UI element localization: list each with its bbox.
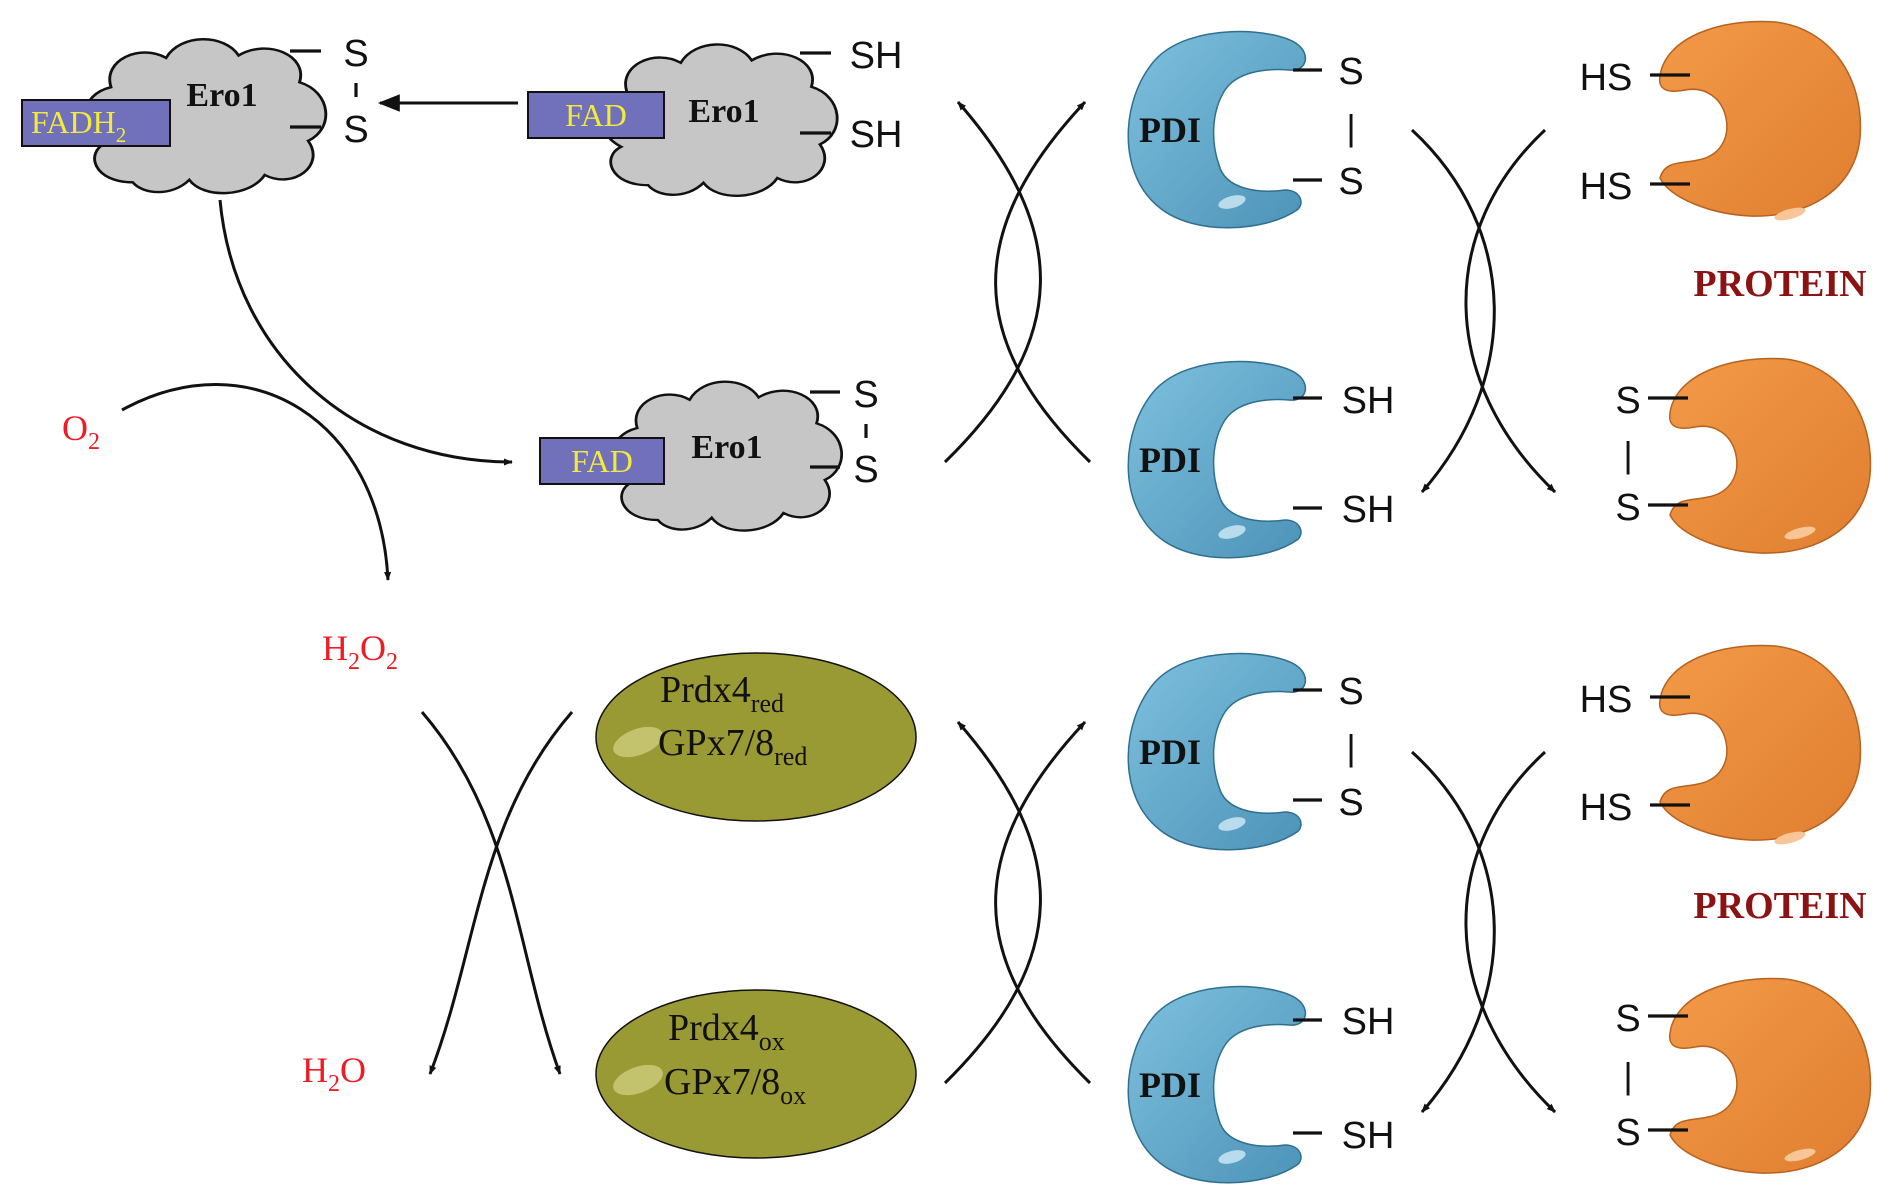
arrow-pdi-1-to-reduced xyxy=(1410,128,1496,493)
pdi-1-label: PDI xyxy=(1139,110,1201,150)
protein-2: S S | xyxy=(1615,357,1872,554)
pdi-1-disulfide-bridge: | xyxy=(1346,107,1355,148)
fad-box-oxidized xyxy=(539,437,665,485)
protein-4-disulfide-bridge: | xyxy=(1623,1055,1632,1096)
hydrogen-peroxide-label: H2O2 xyxy=(322,628,398,675)
pdi-2-thiol-top: SH xyxy=(1342,380,1395,422)
pdi-2: PDI SH SH xyxy=(1127,360,1395,559)
protein-1-thiol-top: HS xyxy=(1580,57,1633,99)
pdi-2-highlight xyxy=(1218,525,1246,539)
protein-2-thiol-top: S xyxy=(1615,380,1640,422)
pdi-1-thiol-bottom: S xyxy=(1338,161,1363,203)
protein-3-thiol-top: HS xyxy=(1580,679,1633,721)
ero1-active-thiol-bottom: SH xyxy=(850,114,903,156)
ero1-reduced-thiol-bottom: S xyxy=(343,109,368,151)
ero1-active-label: Ero1 xyxy=(688,93,759,130)
arrow-pdi-reduced-to-oxidized xyxy=(994,100,1092,464)
protein-4: S S | xyxy=(1615,977,1872,1174)
pdi-1: PDI S S | xyxy=(1127,30,1364,229)
ero1-oxidized-label: Ero1 xyxy=(691,429,762,466)
arrow-ero1-to-active xyxy=(943,101,1042,464)
prdx-reduced-highlight xyxy=(613,726,663,758)
protein-2-shape xyxy=(1668,357,1872,554)
pdi-3-thiol-top: S xyxy=(1338,671,1363,713)
protein-4-thiol-bottom: S xyxy=(1615,1112,1640,1154)
ero1-oxidized: Ero1 FAD S S xyxy=(539,374,879,532)
protein-3: HS HS xyxy=(1580,644,1862,845)
ero1-oxidized-thiol-top: S xyxy=(853,374,878,416)
ero1-oxidized-thiol-bottom: S xyxy=(853,449,878,491)
pdi-3-label: PDI xyxy=(1139,732,1201,772)
pdi-3-thiol-bottom: S xyxy=(1338,782,1363,824)
protein-4-highlight xyxy=(1784,1148,1816,1162)
pdi-2-label: PDI xyxy=(1139,440,1201,480)
protein-1-highlight xyxy=(1774,207,1806,221)
fad-label-oxidized: FAD xyxy=(571,443,633,479)
prdx-oxidized: Prdx4ox GPx7/8ox xyxy=(595,989,917,1159)
gpx78-oxidized-label: GPx7/8ox xyxy=(664,1061,806,1110)
arrow-prdx-oxidation xyxy=(420,711,562,1075)
protein-3-thiol-bottom: HS xyxy=(1580,787,1633,829)
protein-1: HS HS xyxy=(1580,20,1862,221)
protein-label-1: PROTEIN xyxy=(1693,263,1866,305)
protein-3-highlight xyxy=(1774,831,1806,845)
pdi-2-thiol-bottom: SH xyxy=(1342,489,1395,531)
arrow-ero1-reoxidation xyxy=(218,199,513,466)
pdi-3-highlight xyxy=(1218,817,1246,831)
prdx4-reduced-label: Prdx4red xyxy=(660,669,784,718)
ero1-active-thiol-top: SH xyxy=(850,35,903,77)
arrow-oxygen-to-peroxide xyxy=(121,383,392,581)
pdi-4-thiol-top: SH xyxy=(1342,1001,1395,1043)
prdx-reduced: Prdx4red GPx7/8red xyxy=(595,652,917,822)
water-label: H2O xyxy=(302,1050,366,1097)
protein-label-2: PROTEIN xyxy=(1693,885,1866,927)
protein-1-thiol-bottom: HS xyxy=(1580,166,1633,208)
fad-box-active xyxy=(527,91,665,139)
arrows xyxy=(121,94,1557,1114)
oxygen-label: O2 xyxy=(62,408,100,455)
protein-4-thiol-top: S xyxy=(1615,998,1640,1040)
protein-2-disulfide-bridge: | xyxy=(1623,434,1632,475)
arrow-pdi-3-to-reduced xyxy=(1410,750,1496,1113)
prdx4-oxidized-label: Prdx4ox xyxy=(668,1007,785,1056)
protein-4-shape xyxy=(1668,977,1872,1174)
prdx-oxidized-ellipse xyxy=(595,989,917,1159)
protein-3-shape xyxy=(1658,644,1862,841)
fadh2-label: FADH2 xyxy=(31,104,126,147)
ero1-reduced-label: Ero1 xyxy=(186,77,257,114)
pdi-3-disulfide-bridge: | xyxy=(1346,727,1355,768)
pdi-4-label: PDI xyxy=(1139,1065,1201,1105)
pdi-4-thiol-bottom: SH xyxy=(1342,1115,1395,1157)
ero1-reduced-thiol-top: S xyxy=(343,33,368,75)
arrow-peroxide-to-water xyxy=(428,711,574,1075)
fad-label-active: FAD xyxy=(565,97,627,133)
arrow-prdx-reduction xyxy=(943,721,1042,1085)
gpx78-reduced-label: GPx7/8red xyxy=(658,722,807,771)
arrow-protein-3-oxidation xyxy=(1464,750,1557,1114)
pdi-4-highlight xyxy=(1218,1150,1246,1164)
prdx-oxidized-highlight xyxy=(613,1064,663,1096)
fadh2-box xyxy=(21,99,171,147)
protein-2-highlight xyxy=(1784,526,1816,540)
pdi-1-thiol-top: S xyxy=(1338,51,1363,93)
pdi-1-highlight xyxy=(1218,195,1246,209)
pdi-3: PDI S S | xyxy=(1127,652,1364,851)
pdi-4: PDI SH SH xyxy=(1127,985,1395,1184)
arrow-pdi-4-to-oxidized xyxy=(994,720,1092,1085)
ero1-reduced: Ero1 FADH2 S S xyxy=(21,33,369,195)
protein-2-thiol-bottom: S xyxy=(1615,487,1640,529)
ero1-active: Ero1 FAD SH SH xyxy=(527,35,903,198)
arrow-protein-1-oxidation xyxy=(1464,128,1557,494)
protein-1-shape xyxy=(1658,20,1862,217)
prdx-reduced-ellipse xyxy=(595,652,917,822)
